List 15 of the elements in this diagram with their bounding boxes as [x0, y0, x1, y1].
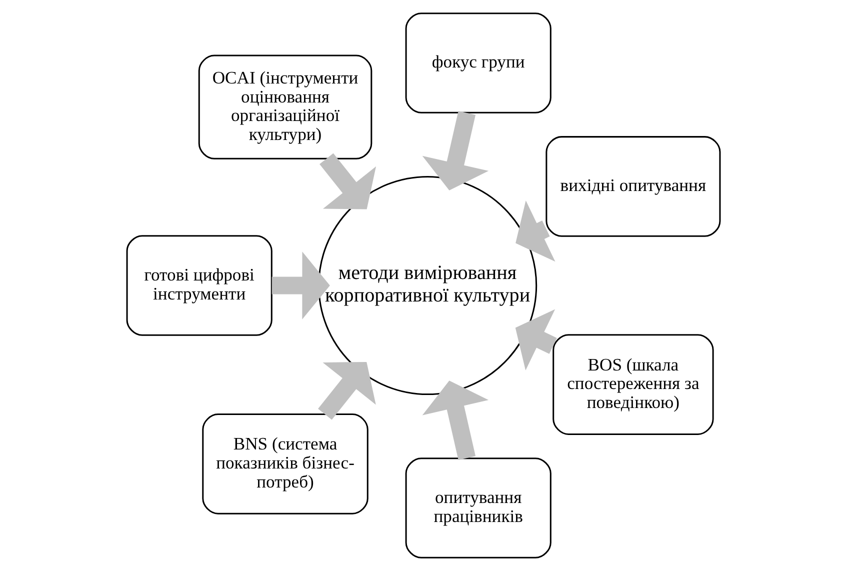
node-box: BNS (система показників бізнес-потреб) [202, 414, 368, 514]
node-box: BOS (шкала спостереження за поведінкою) [552, 334, 714, 435]
arrow [320, 153, 376, 210]
arrow [272, 252, 330, 320]
node-box: вихідні опитування [546, 136, 721, 237]
arrow [318, 362, 376, 420]
arrow [516, 200, 556, 262]
arrow [422, 380, 489, 460]
arrow [515, 309, 557, 370]
node-box: OCAI (інструменти оцінювання організаційної культури) [198, 54, 372, 160]
node-box: опитування працівників [405, 458, 552, 558]
node-box: фокус групи [405, 12, 552, 114]
node-box: готові цифрові інструменти [126, 235, 272, 336]
node-circle: методи вимірювання корпоративної культури [318, 176, 538, 396]
arrow [422, 110, 489, 190]
